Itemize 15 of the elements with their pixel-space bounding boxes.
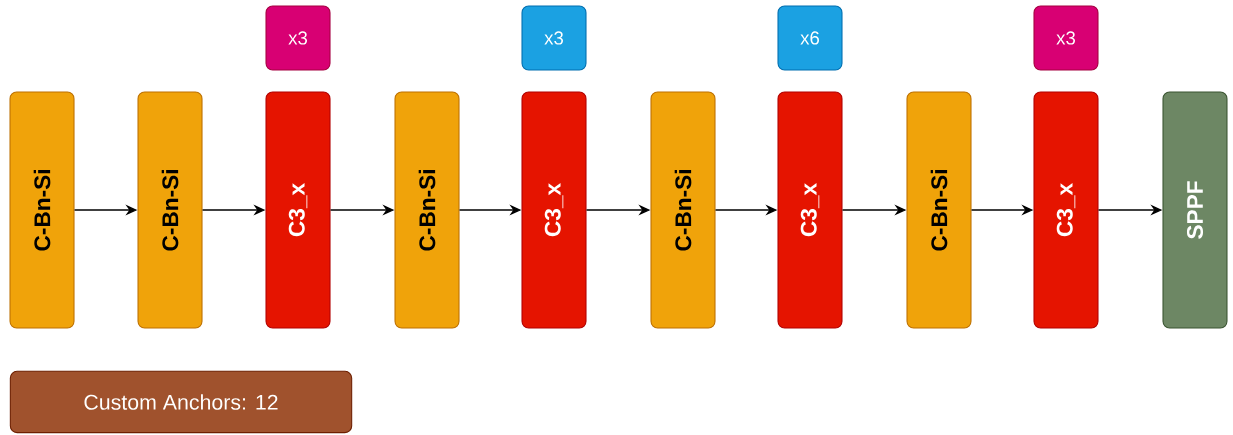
stage-block: C-Bn-Si [650,91,716,329]
stage-block: C-Bn-Si [137,91,203,329]
stage-block: SPPF [1162,91,1228,329]
repeat-badge: x3 [265,5,331,71]
repeat-badge: x3 [1033,5,1099,71]
info-box: Custom Anchors: 12 [9,370,353,434]
repeat-badge: x3 [521,5,587,71]
stage-block: C-Bn-Si [9,91,75,329]
stage-block: C-Bn-Si [906,91,972,329]
stage-block: C3_x [1033,91,1099,329]
stage-block: C-Bn-Si [394,91,460,329]
stage-block: C3_x [265,91,331,329]
stage-block: C3_x [521,91,587,329]
repeat-badge: x6 [777,5,843,71]
stage-block: C3_x [777,91,843,329]
